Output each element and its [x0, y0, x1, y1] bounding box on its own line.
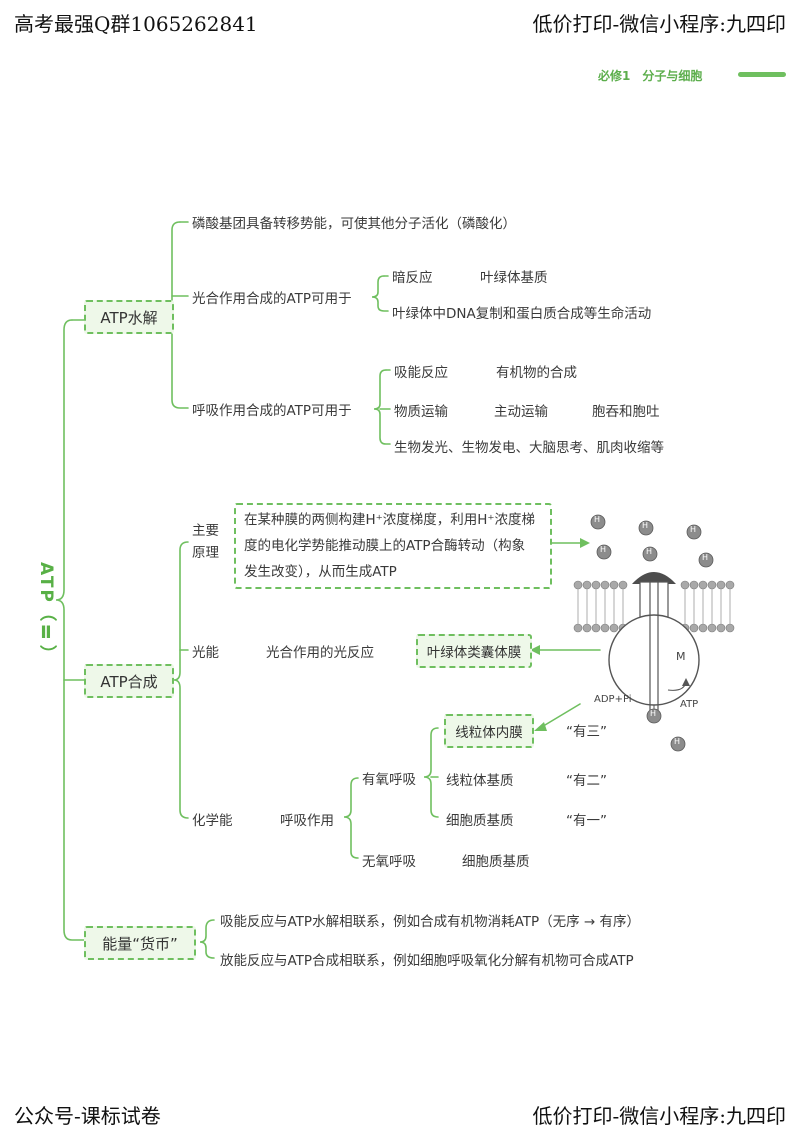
synthesis-box: ATP合成 [84, 664, 174, 698]
dark-reaction-text: 暗反应 [392, 270, 433, 286]
transport-text: 物质运输 [394, 404, 448, 420]
light-energy-label: 光能 [192, 645, 219, 661]
currency-box: 能量“货币” [84, 926, 196, 960]
anaerobic-place-text: 细胞质基质 [462, 854, 530, 870]
light-reaction-text: 光合作用的光反应 [266, 645, 374, 661]
matrix-text: 线粒体基质 [446, 773, 514, 789]
hydrolysis-box: ATP水解 [84, 300, 174, 334]
currency-line-1: 吸能反应与ATP水解相联系，例如合成有机物消耗ATP（无序 → 有序） [220, 914, 641, 930]
you-san-text: “有三” [566, 724, 607, 740]
atp-synthase-figure [573, 514, 735, 752]
chloroplast-use-text: 叶绿体中DNA复制和蛋白质合成等生命活动 [392, 306, 652, 322]
principle-box: 在某种膜的两侧构建H⁺浓度梯度，利用H⁺浓度梯 度的电化学势能推动膜上的ATP合… [234, 503, 552, 589]
footer-right-text: 低价打印-微信小程序:九四印 [532, 1104, 787, 1128]
principle-label: 主要原理 [192, 523, 219, 561]
phosphate-transfer-text: 磷酸基团具备转移势能，可使其他分子活化（磷酸化） [192, 216, 516, 232]
inner-membrane-box: 线粒体内膜 [444, 714, 534, 748]
header-right-text: 低价打印-微信小程序:九四印 [532, 12, 787, 36]
photo-atp-use-label: 光合作用合成的ATP可用于 [192, 291, 352, 307]
h-ion-label: H [600, 545, 607, 554]
section-tag: 必修1 分子与细胞 [598, 69, 703, 83]
principle-line-2: 度的电化学势能推动膜上的ATP合酶转动（构象 [244, 538, 526, 554]
root-title: ATP（Ⅱ） [36, 562, 56, 664]
anaerobic-label: 无氧呼吸 [362, 854, 416, 870]
principle-line-1: 在某种膜的两侧构建H⁺浓度梯度，利用H⁺浓度梯 [244, 512, 536, 528]
you-er-text: “有二” [566, 773, 607, 789]
principle-line-3: 发生改变），从而生成ATP [244, 564, 397, 580]
chemical-energy-label: 化学能 [192, 813, 233, 829]
figure-label-adp: ADP+Pi [594, 694, 632, 705]
figure-label-m: M [676, 650, 686, 663]
endergonic-text: 吸能反应 [394, 365, 448, 381]
header-left-text: 高考最强Q群1065262841 [14, 12, 258, 36]
resp-atp-use-label: 呼吸作用合成的ATP可用于 [192, 403, 352, 419]
organic-synthesis-text: 有机物的合成 [496, 365, 577, 381]
h-ion-label: H [674, 737, 681, 746]
h-ion-label: H [594, 515, 601, 524]
footer-left-text: 公众号-课标试卷 [14, 1104, 161, 1128]
currency-line-2: 放能反应与ATP合成相联系，例如细胞呼吸氧化分解有机物可合成ATP [220, 953, 634, 969]
section-tag-bar [738, 72, 786, 77]
h-ion-label: H [646, 547, 653, 556]
h-ion-label: H [702, 553, 709, 562]
h-ion-label: H [642, 521, 649, 530]
figure-label-atp: ATP [680, 699, 699, 710]
cytoplasm-text: 细胞质基质 [446, 813, 514, 829]
thylakoid-box: 叶绿体类囊体膜 [416, 634, 532, 668]
endocytosis-text: 胞吞和胞吐 [592, 404, 660, 420]
h-ion-label: H [690, 525, 697, 534]
you-yi-text: “有一” [566, 813, 607, 829]
stroma-text: 叶绿体基质 [480, 270, 548, 286]
active-transport-text: 主动运输 [494, 404, 548, 420]
respiration-label: 呼吸作用 [280, 813, 334, 829]
aerobic-label: 有氧呼吸 [362, 772, 416, 788]
h-ion-label: H [650, 709, 657, 718]
other-uses-text: 生物发光、生物发电、大脑思考、肌肉收缩等 [394, 440, 664, 456]
